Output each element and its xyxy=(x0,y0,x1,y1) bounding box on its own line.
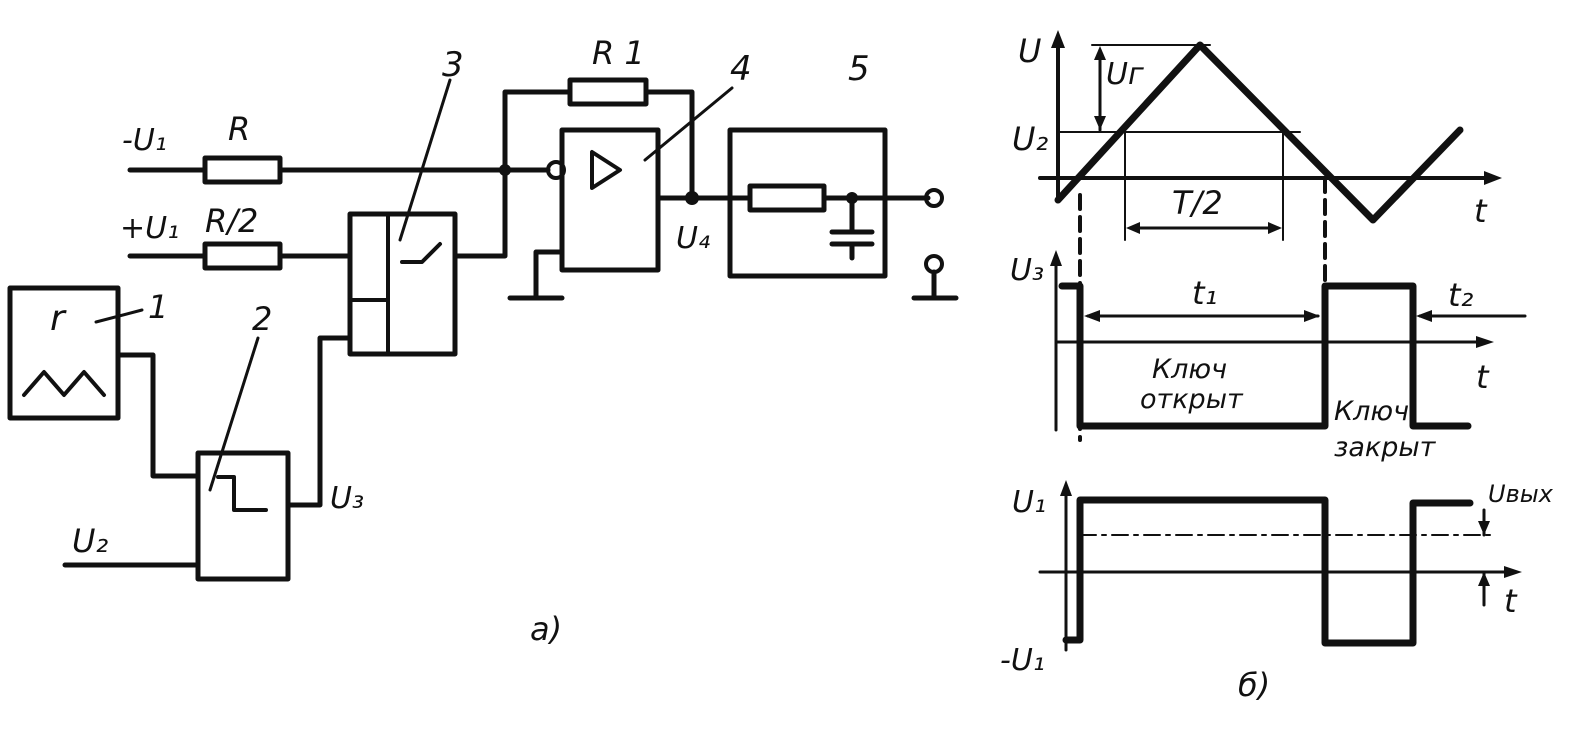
t1-arrow-right xyxy=(1304,310,1320,322)
switch-block xyxy=(347,211,458,357)
wire-feedback-left xyxy=(502,89,573,173)
half-period-arrow-left xyxy=(1126,222,1140,234)
label-block-4: 4 xyxy=(730,49,752,89)
label-top-y-axis: U xyxy=(1018,32,1041,70)
bot-t-arrow xyxy=(1504,566,1522,578)
caption-b: б) xyxy=(1238,666,1270,704)
label-pos-input: +U₁ xyxy=(120,211,179,246)
timing-diagrams: U Uг U₂ T/2 t U₃ t₁ t₂ t Ключ открыт Клю… xyxy=(1000,30,1554,704)
ur-arrow-bottom xyxy=(1094,116,1106,130)
wire-gen-to-comp xyxy=(115,352,201,479)
label-u2-input: U₂ xyxy=(72,522,108,560)
label-block-3: 3 xyxy=(442,45,464,85)
u3-square-wave xyxy=(1058,282,1472,430)
leader-1 xyxy=(94,308,144,324)
mid-y-arrow xyxy=(1050,250,1062,266)
step-icon xyxy=(216,475,268,512)
label-resistor-r: R xyxy=(228,110,250,148)
label-switch-open-1: Ключ xyxy=(1152,354,1227,385)
resistor-r xyxy=(202,155,283,185)
triangle-wave-icon xyxy=(22,370,106,397)
label-switch-closed-1: Ключ xyxy=(1334,396,1409,427)
uout-arrow-bottom xyxy=(1478,572,1490,586)
resistor-r1 xyxy=(567,77,649,107)
label-block-1: 1 xyxy=(148,288,168,326)
label-mid-y-axis: U₃ xyxy=(1010,253,1044,288)
label-bot-pos: U₁ xyxy=(1012,485,1046,520)
label-top-u2: U₂ xyxy=(1012,120,1048,158)
label-bot-t: t xyxy=(1504,582,1518,620)
label-t1: t₁ xyxy=(1192,274,1217,312)
top-t-arrow xyxy=(1484,171,1502,185)
leader-2 xyxy=(208,336,260,492)
wire-comp-to-switch xyxy=(285,335,353,508)
wire-amp-ground xyxy=(533,249,565,299)
label-switch-closed-2: закрыт xyxy=(1334,432,1437,463)
label-t2: t₂ xyxy=(1448,276,1474,314)
output-junction-dot xyxy=(685,191,699,205)
label-neg-input: -U₁ xyxy=(122,123,167,158)
ur-arrow-top xyxy=(1094,46,1106,60)
label-switch-open-2: открыт xyxy=(1140,384,1244,415)
filter-resistor xyxy=(747,183,827,213)
leader-3 xyxy=(398,78,452,242)
wire-feedback-right xyxy=(643,89,695,201)
label-mid-t: t xyxy=(1476,358,1490,396)
caption-a: a) xyxy=(530,610,562,648)
output-terminal xyxy=(924,188,944,208)
top-y-arrow xyxy=(1051,30,1065,48)
half-period-arrow-right xyxy=(1268,222,1282,234)
filter-block xyxy=(727,127,888,279)
label-signal-u3: U₃ xyxy=(330,481,364,516)
label-bot-neg: -U₁ xyxy=(1000,643,1045,678)
label-block-2: 2 xyxy=(252,300,272,338)
circuit-diagram: -U₁ R +U₁ R/2 R 1 3 4 5 r 1 2 U₂ U₃ U₄ a… xyxy=(7,34,959,648)
amplifier-triangle-icon xyxy=(590,150,622,190)
output-square-wave xyxy=(1062,496,1474,647)
resistor-r-half xyxy=(202,241,283,271)
label-resistor-r1: R 1 xyxy=(592,34,645,72)
label-generator-symbol: r xyxy=(50,298,67,339)
op-amp-block xyxy=(559,127,661,273)
bot-y-arrow xyxy=(1060,480,1072,496)
comparator-block xyxy=(195,450,291,582)
label-resistor-r-half: R/2 xyxy=(205,202,258,240)
switch-contact-icon xyxy=(400,242,442,264)
label-signal-u4: U₄ xyxy=(676,221,710,256)
uout-arrow-top xyxy=(1478,521,1490,535)
t1-arrow-left xyxy=(1084,310,1100,322)
mid-t-arrow xyxy=(1476,336,1494,348)
t2-arrow xyxy=(1416,310,1432,322)
label-ur: Uг xyxy=(1106,57,1144,92)
leader-4 xyxy=(643,86,734,162)
label-uout: Uвых xyxy=(1488,480,1554,508)
label-half-period: T/2 xyxy=(1172,184,1223,222)
label-top-t: t xyxy=(1474,192,1488,230)
label-block-5: 5 xyxy=(848,49,870,89)
wire-switch-to-node xyxy=(452,167,508,259)
